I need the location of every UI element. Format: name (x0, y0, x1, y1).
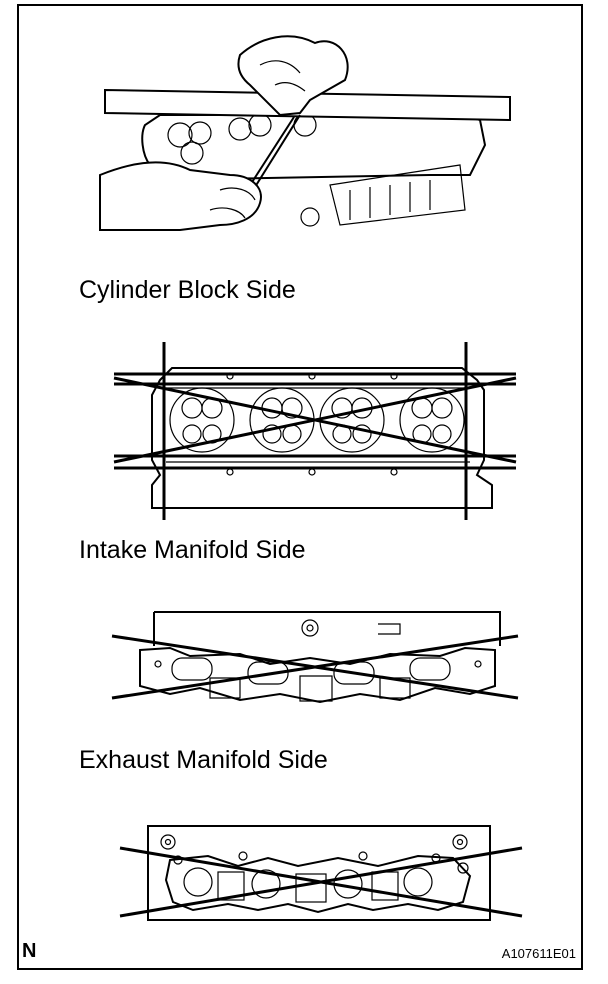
exhaust-manifold-side-label: Exhaust Manifold Side (79, 746, 328, 774)
figure-code: A107611E01 (501, 946, 576, 961)
intake-manifold-side-diagram (111, 611, 519, 704)
exhaust-manifold-side-diagram (119, 825, 523, 921)
intake-manifold-side-label: Intake Manifold Side (79, 536, 306, 564)
straightedge-measurement-illustration (99, 35, 511, 231)
cylinder-block-side-diagram (113, 342, 517, 520)
corner-mark: N (22, 940, 37, 962)
figure-frame (17, 4, 583, 970)
cylinder-block-side-label: Cylinder Block Side (79, 276, 296, 304)
